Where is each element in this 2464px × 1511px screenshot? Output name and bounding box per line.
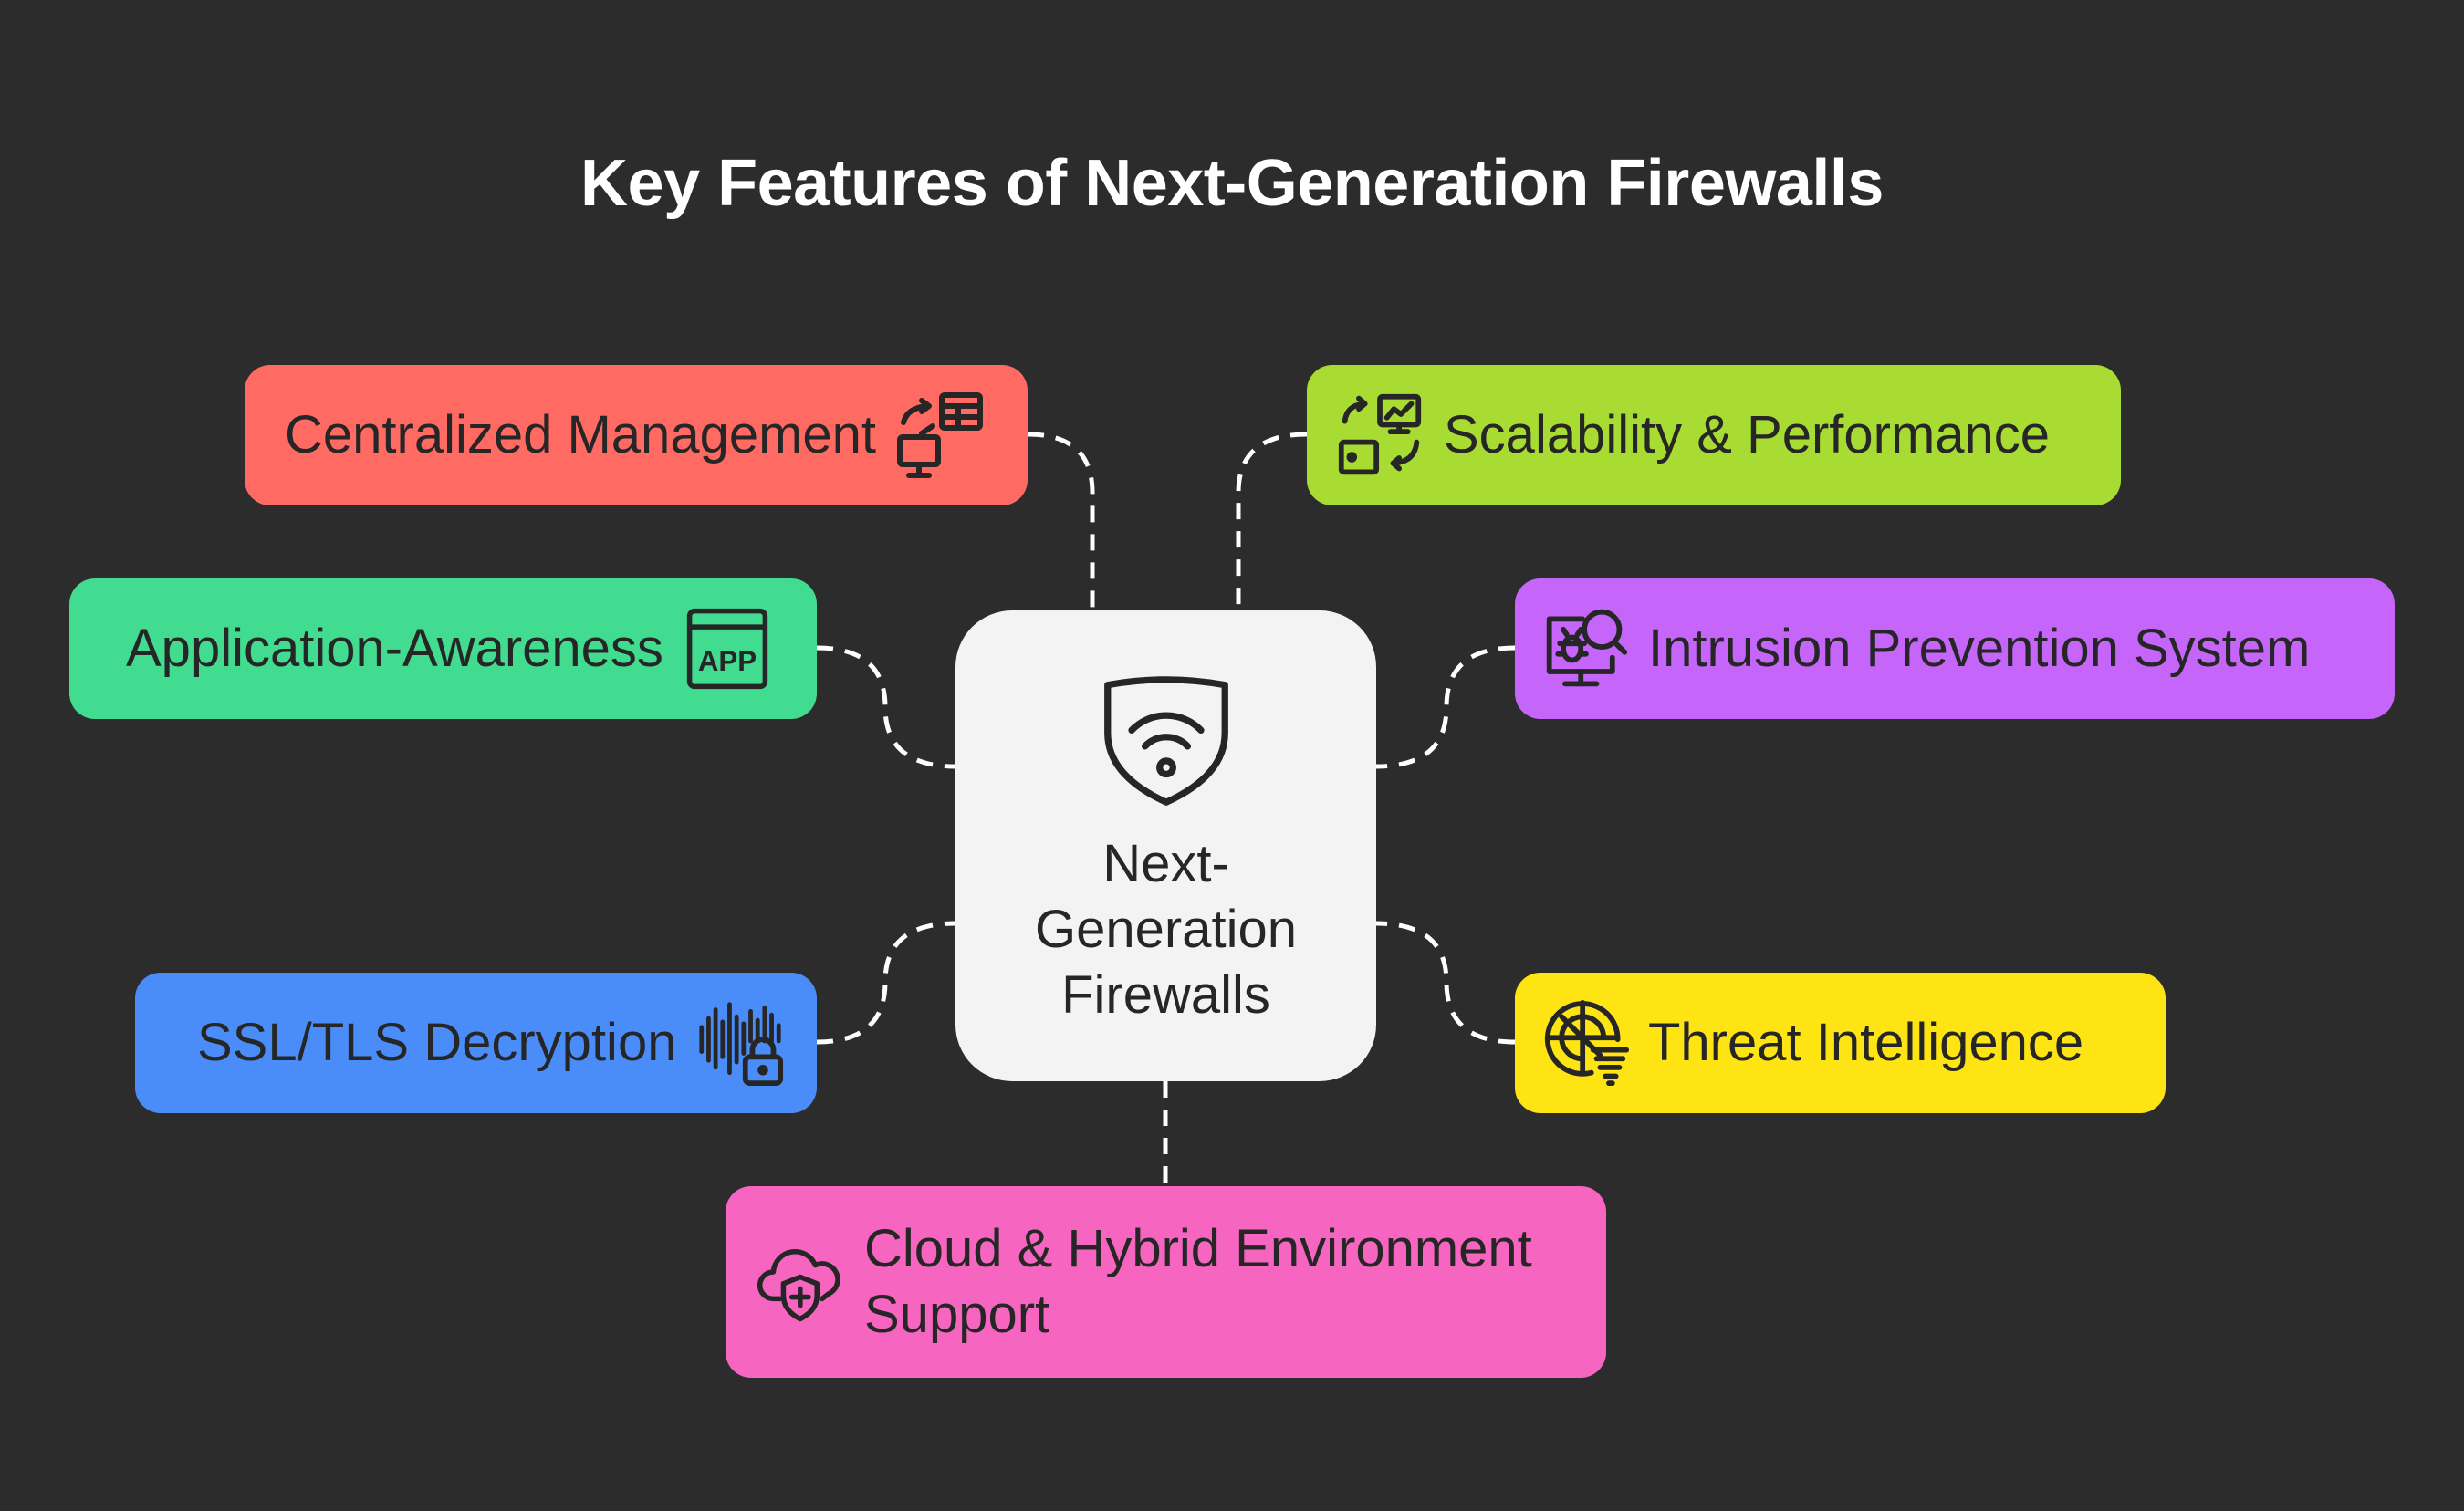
feature-cloud-hybrid-support: Cloud & Hybrid Environment Support: [726, 1186, 1606, 1378]
feature-centralized-management: Centralized Management: [245, 365, 1028, 505]
diagram-title: Key Features of Next-Generation Firewall…: [580, 147, 1884, 220]
feature-label: SSL/TLS Decryption: [197, 1013, 677, 1072]
network-management-icon: [897, 392, 984, 478]
shield-wifi-icon: [1103, 676, 1228, 806]
scaling-monitor-icon: [1338, 393, 1422, 475]
svg-text:APP: APP: [698, 645, 757, 677]
connector-intrusion: [1375, 645, 1516, 769]
feature-intrusion-prevention: Intrusion Prevention System: [1515, 578, 2395, 719]
connector-application: [816, 645, 956, 769]
hub-node: Next-Generation Firewalls: [955, 610, 1376, 1081]
connector-ssl: [816, 921, 956, 1045]
cloud-shield-icon: [757, 1248, 840, 1322]
hub-label: Next-Generation Firewalls: [1035, 834, 1297, 1025]
connector-threat: [1375, 921, 1516, 1045]
feature-application-awareness: Application-Awareness APP: [69, 578, 817, 719]
feature-ssl-tls-decryption: SSL/TLS Decryption: [135, 973, 817, 1113]
feature-label: Cloud & Hybrid Environment Support: [864, 1219, 1532, 1344]
app-icon: APP: [686, 608, 768, 690]
feature-label: Threat Intelligence: [1648, 1013, 2084, 1072]
feature-label: Application-Awareness: [126, 619, 663, 678]
feature-label: Centralized Management: [285, 405, 877, 464]
connector-scalability: [1236, 432, 1308, 610]
feature-threat-intelligence: Threat Intelligence: [1515, 973, 2166, 1113]
radar-tornado-icon: [1544, 999, 1630, 1087]
bug-search-monitor-icon: [1546, 609, 1628, 687]
feature-label: Scalability & Performance: [1444, 405, 2051, 464]
waveform-lock-icon: [699, 1002, 784, 1087]
connector-centralized: [1027, 432, 1095, 610]
feature-scalability-performance: Scalability & Performance: [1307, 365, 2121, 505]
feature-label: Intrusion Prevention System: [1648, 619, 2311, 678]
